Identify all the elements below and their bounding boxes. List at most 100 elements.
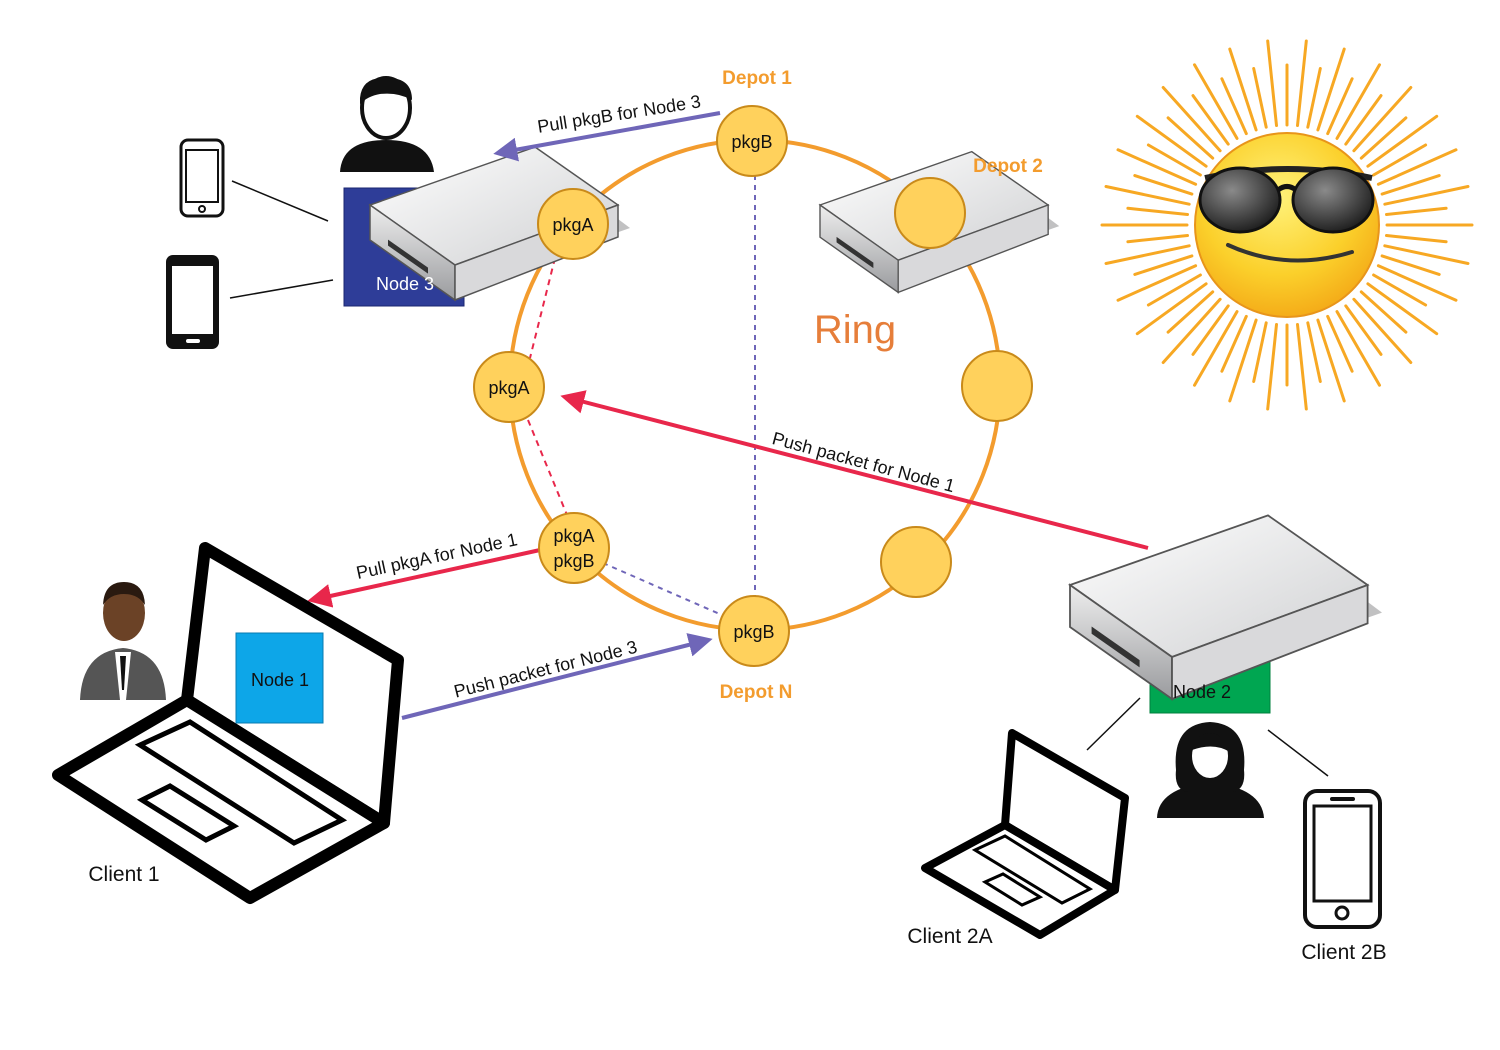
sun-ray — [1116, 148, 1198, 186]
sun-ray — [1326, 314, 1354, 373]
client2a-label: Client 2A — [907, 925, 992, 948]
smartphone-icon-node3-b — [166, 255, 219, 349]
sun-ray — [1166, 290, 1215, 334]
sun-ray — [1326, 77, 1354, 136]
sun-ray — [1161, 297, 1222, 364]
businessman-icon-client1 — [80, 582, 166, 700]
right-depot-circle[interactable] — [961, 350, 1033, 422]
sun-ray — [1228, 47, 1258, 132]
node1-box[interactable] — [235, 632, 324, 724]
sun-ray — [1193, 310, 1239, 387]
node3-label: Node 3 — [376, 274, 434, 294]
sun-ray — [1385, 206, 1448, 216]
sun-ray — [1335, 310, 1381, 387]
sun-ray — [1380, 254, 1441, 276]
sun-ray — [1383, 244, 1470, 265]
dashed-link-pkga-upper — [529, 257, 556, 359]
pkg-label-lower-left-b: pkgB — [553, 551, 594, 571]
sun-ray — [1193, 63, 1239, 140]
server-icon-node2 — [1069, 514, 1383, 700]
depot1-label: Depot 1 — [722, 68, 792, 89]
sun-ray — [1366, 282, 1439, 336]
sun-ray — [1296, 39, 1308, 127]
sun-ray — [1146, 273, 1202, 307]
sun-ray — [1372, 143, 1428, 177]
sun-ray — [1316, 318, 1346, 403]
node3-depot-circle[interactable] — [537, 188, 609, 260]
sun-ray — [1306, 321, 1322, 383]
node2-label: Node 2 — [1173, 682, 1231, 702]
depot2-label: Depot 2 — [973, 156, 1043, 177]
sun-ray — [1352, 297, 1413, 364]
arrow-push-packet-node1 — [560, 390, 1149, 550]
sun-ray — [1252, 321, 1268, 383]
sun-ray — [1335, 63, 1381, 140]
user-icon-node3 — [340, 76, 434, 172]
sun-ray — [1166, 116, 1215, 160]
sun-ray — [1359, 290, 1408, 334]
sun-ray — [1372, 273, 1428, 307]
left-depot-circle[interactable] — [473, 351, 545, 423]
sun-ray — [1220, 77, 1248, 136]
sun-ray — [1344, 304, 1383, 356]
sun-ray — [1252, 67, 1268, 129]
sun-ray — [1359, 116, 1408, 160]
sun-ray — [1306, 67, 1322, 129]
arrow-pull-pkga-node1 — [307, 548, 541, 608]
sun-ray — [1344, 94, 1383, 146]
sun-ray — [1220, 314, 1248, 373]
sun-ray — [1133, 174, 1194, 196]
sun-ray — [1146, 143, 1202, 177]
sun-ray — [1296, 323, 1308, 411]
sun-ray — [1376, 264, 1458, 302]
sunglasses-icon — [1198, 166, 1375, 234]
sun-ray — [1228, 318, 1258, 403]
pkg-label-depotN: pkgB — [733, 622, 774, 642]
sun-ray — [1104, 185, 1191, 206]
sun-ray — [1116, 264, 1198, 302]
sun-ray — [1135, 114, 1208, 168]
sun-ray — [1191, 304, 1230, 356]
sun-ray — [1126, 206, 1189, 216]
sun-ray — [1383, 185, 1470, 206]
arrow-push-packet-node3 — [401, 633, 713, 720]
laptop-icon-client2a — [921, 729, 1129, 939]
sun-ray — [1352, 86, 1413, 153]
smartphone-icon-node3-a — [179, 138, 225, 218]
depotN-label: Depot N — [720, 682, 793, 703]
sun-ray — [1266, 323, 1278, 411]
sun-ray — [1161, 86, 1222, 153]
sun-ray — [1385, 234, 1448, 244]
lower-left-depot-circle[interactable] — [538, 512, 610, 584]
lower-right-depot-circle[interactable] — [880, 526, 952, 598]
sun-ray — [1135, 282, 1208, 336]
arrow-label-pull-pkga-node1: Pull pkgA for Node 1 — [354, 529, 519, 583]
arrow-label-push-packet-node3: Push packet for Node 3 — [452, 637, 639, 702]
link-phone-b-node3 — [229, 279, 334, 299]
depot2-circle[interactable] — [894, 177, 966, 249]
link-client2a-node2 — [1086, 697, 1141, 751]
dashed-link-pkga-lower — [527, 419, 568, 516]
arrow-pull-pkgb-node3 — [493, 111, 721, 162]
sun-ray — [1366, 114, 1439, 168]
pkg-label-lower-left-a: pkgA — [553, 526, 594, 546]
node1-label: Node 1 — [251, 670, 309, 690]
pkg-label-depot1: pkgB — [731, 132, 772, 152]
sun-ray — [1104, 244, 1191, 265]
sun-ray — [1133, 254, 1194, 276]
sun-ray — [1380, 174, 1441, 196]
sun-ray — [1266, 39, 1278, 127]
woman-icon-client2 — [1157, 722, 1264, 818]
client1-label: Client 1 — [88, 863, 159, 886]
pkg-label-left-circle: pkgA — [488, 378, 529, 398]
dashed-link-lowerleft-depotN — [602, 562, 723, 616]
depotN-circle[interactable] — [718, 595, 790, 667]
sun-icon — [1100, 39, 1474, 411]
link-phone-a-node3 — [231, 180, 329, 222]
smartphone-icon-client2b — [1303, 789, 1382, 929]
sun-ray — [1191, 94, 1230, 146]
pkg-label-node3-circle: pkgA — [552, 215, 593, 235]
depot1-circle[interactable] — [716, 105, 788, 177]
sun-ray — [1126, 234, 1189, 244]
